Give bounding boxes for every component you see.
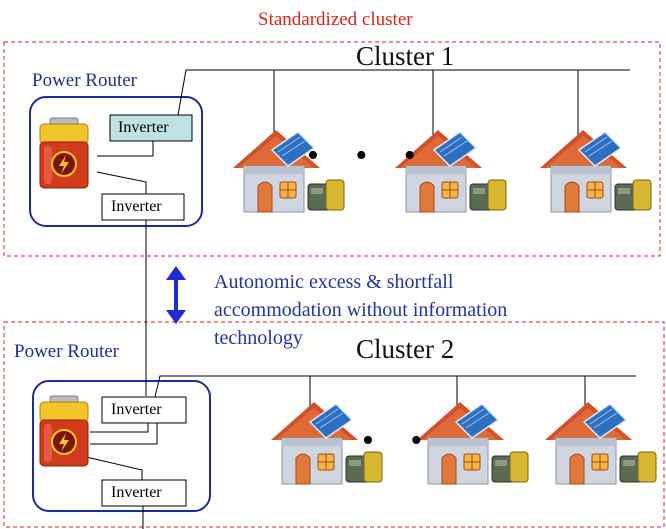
power-router-1-border xyxy=(29,96,203,227)
inverter-1b-label: Inverter xyxy=(111,198,162,215)
house-icon xyxy=(544,401,657,485)
diagram-title: Standardized cluster xyxy=(258,9,413,30)
inverter-2a-label: Inverter xyxy=(111,401,162,418)
cluster-2-title: Cluster 2 xyxy=(356,334,455,364)
power-router-2-label: Power Router xyxy=(14,341,120,362)
inverter-box-1a xyxy=(109,114,193,142)
annotation-text: Autonomic excess & shortfall accommodati… xyxy=(214,271,508,349)
cluster-1-wiring xyxy=(96,69,630,396)
inverter-box-2a xyxy=(101,396,187,424)
inverter-2b-label: Inverter xyxy=(111,484,162,501)
inverter-box-1b xyxy=(101,193,185,221)
cluster-1-border xyxy=(3,41,661,257)
power-router-1-label: Power Router xyxy=(32,70,138,91)
cluster-2-border xyxy=(3,321,665,528)
battery-icon xyxy=(39,395,89,467)
inverter-box-2b xyxy=(101,479,187,507)
power-router-2-border xyxy=(32,380,211,512)
cluster-1-title: Cluster 1 xyxy=(356,41,455,71)
battery-icon xyxy=(39,117,89,189)
house-icon xyxy=(539,129,652,213)
ellipsis-cluster-1: • • • xyxy=(307,137,430,174)
double-arrow-icon xyxy=(166,266,186,324)
ellipsis-cluster-2: • • xyxy=(362,422,437,459)
inverter-1a-label: Inverter xyxy=(118,119,169,136)
